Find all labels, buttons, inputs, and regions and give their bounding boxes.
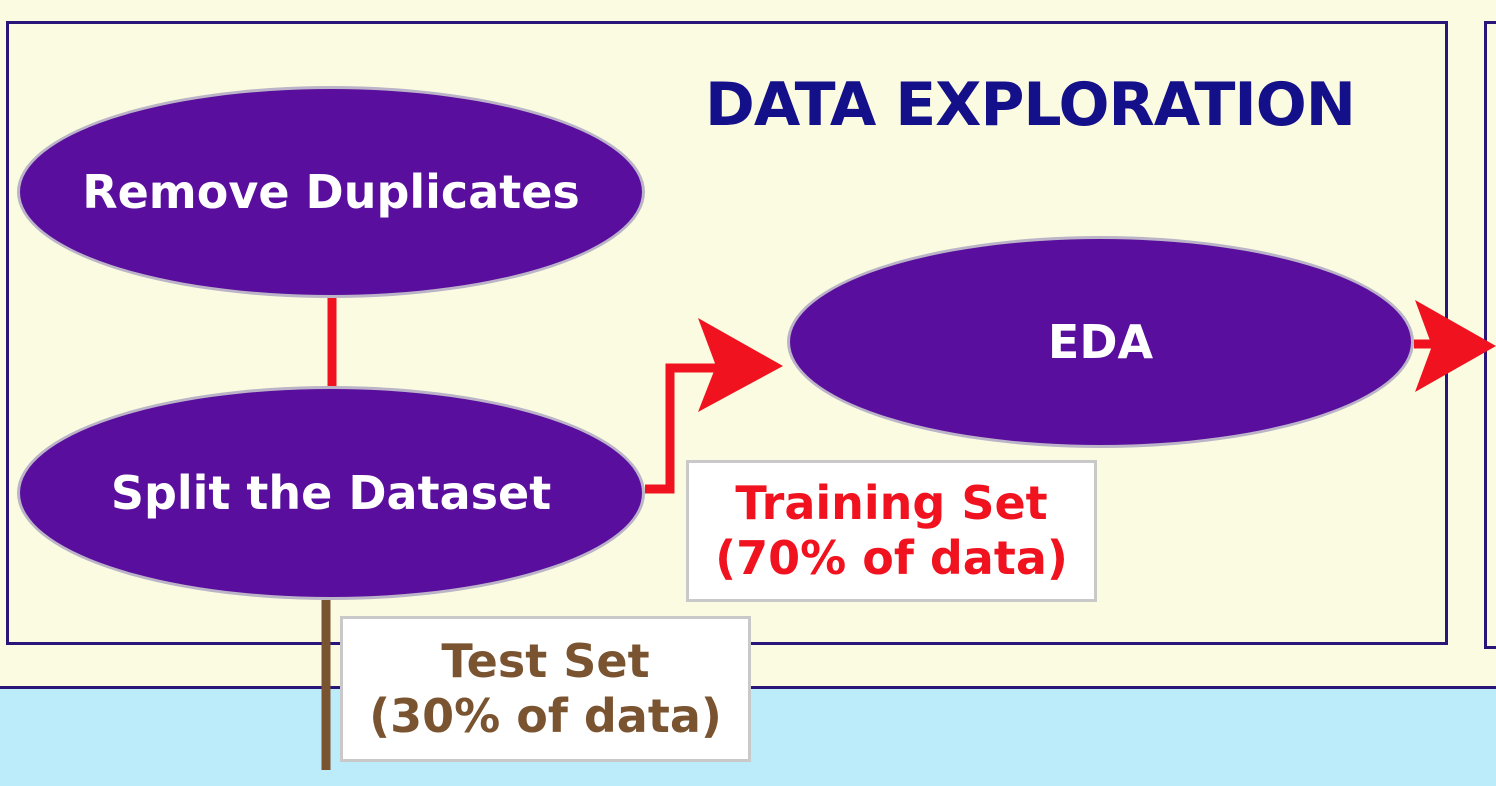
panel-title: DATA EXPLORATION [705, 70, 1356, 140]
eda-node: EDA [787, 236, 1414, 448]
training-set-percentage: (70% of data) [715, 531, 1068, 585]
eda-label: EDA [1047, 315, 1154, 369]
training-set-title: Training Set [735, 475, 1048, 530]
remove-duplicates-label: Remove Duplicates [82, 165, 580, 219]
diagram-canvas: DATA EXPLORATION Remove Duplicates Split… [0, 21, 1496, 786]
training-set-label-box: Training Set (70% of data) [686, 460, 1097, 602]
test-set-title: Test Set [441, 633, 650, 688]
remove-duplicates-node: Remove Duplicates [17, 86, 645, 298]
next-stage-panel [1484, 21, 1496, 649]
split-dataset-label: Split the Dataset [110, 466, 552, 520]
test-set-label-box: Test Set (30% of data) [340, 616, 751, 762]
split-dataset-node: Split the Dataset [17, 386, 645, 600]
test-set-percentage: (30% of data) [369, 689, 722, 743]
